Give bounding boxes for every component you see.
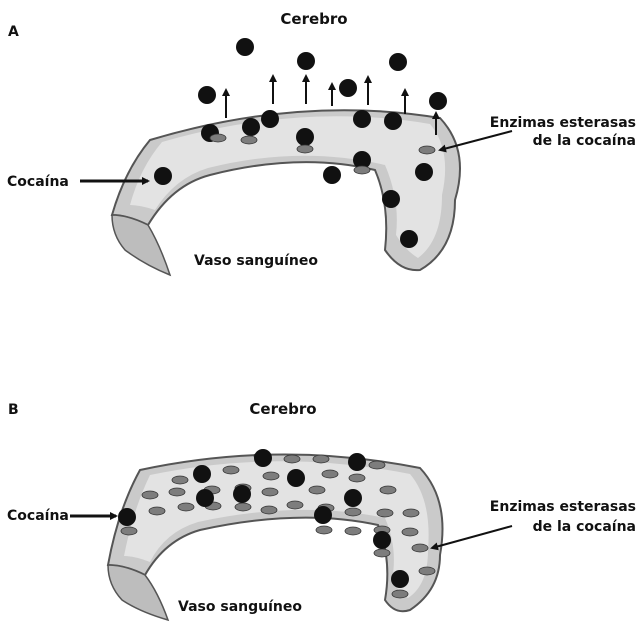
esterase-enzyme [345, 527, 361, 535]
cocaine-molecule [254, 449, 272, 467]
esterase-enzyme [419, 146, 435, 154]
panel-a-blood-vessel [112, 110, 460, 275]
esterase-enzyme [262, 488, 278, 496]
esterase-enzyme [261, 506, 277, 514]
esterase-enzyme [149, 507, 165, 515]
esterase-enzyme [369, 461, 385, 469]
panel-b-letter: B [8, 402, 19, 418]
cocaine-molecule [236, 38, 254, 56]
cocaine-molecule [415, 163, 433, 181]
esterase-enzyme [403, 509, 419, 517]
esterase-enzyme [354, 166, 370, 174]
esterase-enzyme [263, 472, 279, 480]
esterase-enzyme [142, 491, 158, 499]
esterase-enzyme [345, 508, 361, 516]
panel-a-vessel-label: Vaso sanguíneo [194, 253, 318, 269]
cocaine-molecule [339, 79, 357, 97]
panel-b-enzyme-label-line1: Enzimas esterasas [490, 499, 636, 515]
cocaine-molecule [382, 190, 400, 208]
cocaine-molecule [314, 506, 332, 524]
esterase-enzyme [241, 136, 257, 144]
esterase-enzyme [223, 466, 239, 474]
esterase-enzyme [316, 526, 332, 534]
cocaine-molecule [193, 465, 211, 483]
cocaine-molecule [344, 489, 362, 507]
esterase-enzyme [377, 509, 393, 517]
esterase-enzyme [284, 455, 300, 463]
cocaine-molecule [242, 118, 260, 136]
panel-a-brain-label: Cerebro [280, 10, 347, 28]
cocaine-molecule [261, 110, 279, 128]
cocaine-molecule [373, 531, 391, 549]
esterase-enzyme [169, 488, 185, 496]
esterase-enzyme [313, 455, 329, 463]
panel-a-enzyme-label-line2: de la cocaína [533, 133, 636, 149]
cocaine-molecule [287, 469, 305, 487]
cocaine-molecule [389, 53, 407, 71]
esterase-enzyme [392, 590, 408, 598]
cocaine-molecule [296, 128, 314, 146]
panel-b: B Cerebro [7, 400, 636, 620]
esterase-enzyme [402, 528, 418, 536]
esterase-enzyme [121, 527, 137, 535]
cocaine-molecule [196, 489, 214, 507]
cocaine-molecule [400, 230, 418, 248]
esterase-enzyme [322, 470, 338, 478]
esterase-enzyme [297, 145, 313, 153]
panel-b-cocaine-label: Cocaína [7, 508, 69, 524]
esterase-enzyme [287, 501, 303, 509]
cocaine-molecule [233, 485, 251, 503]
esterase-enzyme [349, 474, 365, 482]
esterase-enzyme [419, 567, 435, 575]
panel-a-enzyme-label-line1: Enzimas esterasas [490, 115, 636, 131]
panel-b-brain-label: Cerebro [249, 400, 316, 418]
esterase-enzyme [235, 503, 251, 511]
cocaine-molecule [429, 92, 447, 110]
panel-a: A Cerebro [7, 10, 636, 275]
esterase-enzyme [309, 486, 325, 494]
cocaine-molecule [348, 453, 366, 471]
esterase-enzyme [412, 544, 428, 552]
cocaine-molecule [384, 112, 402, 130]
esterase-enzyme [380, 486, 396, 494]
cocaine-molecule [198, 86, 216, 104]
esterase-enzyme [178, 503, 194, 511]
cocaine-molecule [323, 166, 341, 184]
esterase-enzyme [172, 476, 188, 484]
panel-b-vessel-label: Vaso sanguíneo [178, 599, 302, 615]
esterase-enzyme [374, 549, 390, 557]
panel-b-enzyme-pointer [432, 526, 512, 548]
panel-a-cocaine-label: Cocaína [7, 174, 69, 190]
cocaine-molecule [391, 570, 409, 588]
cocaine-molecule [154, 167, 172, 185]
cocaine-molecule [353, 110, 371, 128]
panel-b-enzyme-label-line2: de la cocaína [533, 519, 636, 535]
esterase-enzyme [210, 134, 226, 142]
cocaine-molecule [118, 508, 136, 526]
cocaine-molecule [297, 52, 315, 70]
panel-a-letter: A [8, 24, 19, 40]
